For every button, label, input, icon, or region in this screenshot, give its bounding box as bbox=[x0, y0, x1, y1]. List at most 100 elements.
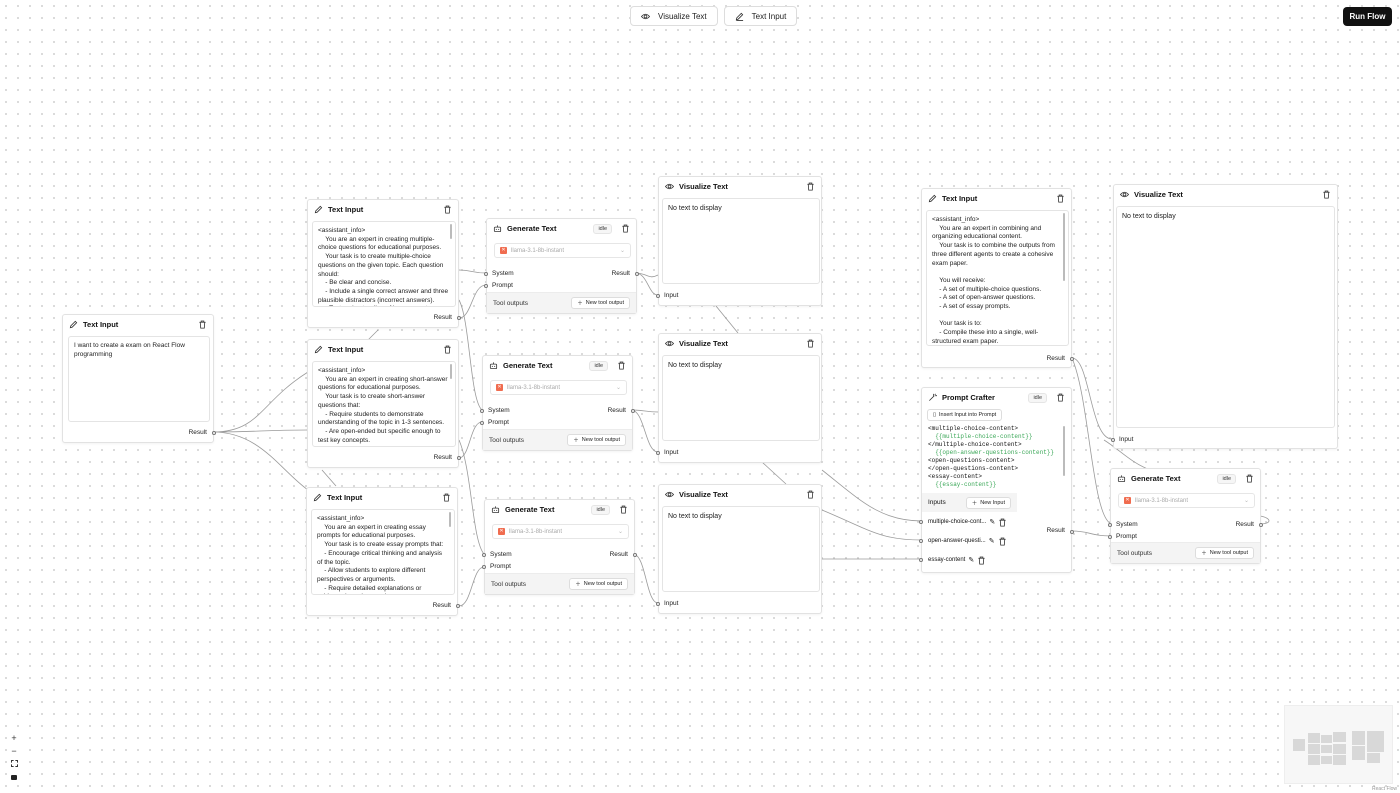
text-input-textarea[interactable]: <assistant_info> You are an expert in cr… bbox=[311, 509, 455, 595]
trash-icon[interactable] bbox=[621, 224, 630, 233]
visualize-text-node-3[interactable]: Visualize Text No text to display Input bbox=[656, 484, 822, 614]
minimap-node bbox=[1352, 731, 1365, 745]
trash-icon[interactable] bbox=[198, 320, 207, 329]
generate-text-node-3[interactable]: Generate Text idle ✕ llama-3.1-8b-instan… bbox=[482, 499, 637, 595]
model-select[interactable]: ✕ llama-3.1-8b-instant ⌄ bbox=[490, 380, 627, 395]
result-handle[interactable] bbox=[635, 272, 639, 276]
text-input-textarea[interactable]: <assistant_info> You are an expert in cr… bbox=[312, 361, 456, 447]
text-input-node-topic[interactable]: Text Input I want to create a exam on Re… bbox=[62, 314, 216, 443]
input-handle[interactable] bbox=[919, 520, 923, 524]
edit-icon[interactable]: ✎ bbox=[988, 538, 995, 545]
visualize-text-node-2[interactable]: Visualize Text No text to display Input bbox=[656, 333, 822, 463]
tool-outputs-row: Tool outputs ＋New tool output bbox=[487, 292, 636, 313]
prompt-handle[interactable] bbox=[480, 421, 484, 425]
scrollbar[interactable] bbox=[450, 224, 452, 239]
trash-icon[interactable] bbox=[1056, 194, 1065, 203]
trash-icon[interactable] bbox=[806, 339, 815, 348]
result-handle[interactable] bbox=[1259, 523, 1263, 527]
lock-button[interactable] bbox=[8, 770, 20, 783]
prompt-handle[interactable] bbox=[482, 565, 486, 569]
prompt-handle[interactable] bbox=[484, 284, 488, 288]
result-handle[interactable] bbox=[456, 604, 460, 608]
zoom-out-button[interactable]: − bbox=[8, 744, 20, 757]
trash-icon[interactable] bbox=[977, 556, 986, 565]
result-handle[interactable] bbox=[457, 456, 461, 460]
prompt-handle[interactable] bbox=[1108, 535, 1112, 539]
model-select[interactable]: ✕ llama-3.1-8b-instant ⌄ bbox=[1118, 493, 1255, 508]
result-handle[interactable] bbox=[212, 431, 216, 435]
text-input-node-combine[interactable]: Text Input <assistant_info> You are an e… bbox=[921, 188, 1074, 368]
prompt-crafter-node[interactable]: Prompt Crafter idle ▯ Insert Input into … bbox=[919, 387, 1074, 573]
new-input-button[interactable]: ＋New Input bbox=[965, 496, 1011, 509]
trash-icon[interactable] bbox=[443, 345, 452, 354]
visualize-text-node-1[interactable]: Visualize Text No text to display Input bbox=[656, 176, 822, 306]
text-input-node-short-answer[interactable]: Text Input <assistant_info> You are an e… bbox=[307, 339, 461, 468]
node-header: Text Input bbox=[307, 488, 457, 507]
text-input-textarea[interactable]: <assistant_info> You are an expert in co… bbox=[926, 210, 1069, 346]
visualize-text-node-final[interactable]: Visualize Text No text to display Input bbox=[1111, 184, 1338, 449]
text-input-textarea[interactable]: <assistant_info> You are an expert in cr… bbox=[312, 221, 456, 307]
generate-text-node-final[interactable]: Generate Text idle ✕ llama-3.1-8b-instan… bbox=[1108, 468, 1263, 564]
system-handle[interactable] bbox=[1108, 523, 1112, 527]
trash-icon[interactable] bbox=[442, 493, 451, 502]
trash-icon[interactable] bbox=[806, 182, 815, 191]
result-label: Result bbox=[188, 429, 207, 436]
result-handle[interactable] bbox=[631, 409, 635, 413]
model-select[interactable]: ✕ llama-3.1-8b-instant ⌄ bbox=[492, 524, 629, 539]
add-visualize-text-button[interactable]: Visualize Text bbox=[630, 6, 718, 26]
model-select[interactable]: ✕ llama-3.1-8b-instant ⌄ bbox=[494, 243, 631, 258]
run-flow-button[interactable]: Run Flow bbox=[1343, 7, 1392, 26]
book-open-icon: ▯ bbox=[933, 412, 937, 418]
react-flow-attribution[interactable]: React Flow bbox=[1372, 786, 1398, 792]
result-handle[interactable] bbox=[633, 553, 637, 557]
edit-icon[interactable]: ✎ bbox=[989, 519, 996, 526]
add-text-input-button[interactable]: Text Input bbox=[723, 6, 798, 26]
input-handle[interactable] bbox=[656, 294, 660, 298]
prompt-label: Prompt bbox=[492, 282, 513, 289]
system-handle[interactable] bbox=[480, 409, 484, 413]
insert-input-button[interactable]: ▯ Insert Input into Prompt bbox=[927, 409, 1003, 421]
new-tool-output-button[interactable]: ＋New tool output bbox=[567, 434, 626, 446]
trash-icon[interactable] bbox=[619, 505, 628, 514]
edge bbox=[632, 553, 659, 604]
trash-icon[interactable] bbox=[443, 205, 452, 214]
scrollbar[interactable] bbox=[1063, 426, 1065, 476]
input-handle[interactable] bbox=[1111, 438, 1115, 442]
generate-text-node-2[interactable]: Generate Text idle ✕ llama-3.1-8b-instan… bbox=[480, 355, 635, 451]
new-tool-output-button[interactable]: ＋New tool output bbox=[1195, 547, 1254, 559]
new-tool-output-button[interactable]: ＋New tool output bbox=[569, 578, 628, 590]
pencil-icon bbox=[313, 493, 322, 502]
prompt-editor[interactable]: <multiple-choice-content> {{multiple-cho… bbox=[928, 425, 1066, 489]
trash-icon[interactable] bbox=[1322, 190, 1331, 199]
trash-icon[interactable] bbox=[617, 361, 626, 370]
input-handle[interactable] bbox=[919, 558, 923, 562]
trash-icon[interactable] bbox=[1245, 474, 1254, 483]
trash-icon[interactable] bbox=[1056, 393, 1065, 402]
trash-icon[interactable] bbox=[998, 537, 1007, 546]
input-handle[interactable] bbox=[656, 602, 660, 606]
fit-view-button[interactable] bbox=[8, 757, 20, 770]
edge bbox=[1071, 357, 1113, 440]
result-handle[interactable] bbox=[1070, 530, 1074, 534]
input-handle[interactable] bbox=[656, 451, 660, 455]
zoom-in-button[interactable]: + bbox=[8, 731, 20, 744]
generate-text-node-1[interactable]: Generate Text idle ✕ llama-3.1-8b-instan… bbox=[484, 218, 639, 314]
prompt-line: <open-questions-content> bbox=[928, 457, 1015, 464]
scrollbar[interactable] bbox=[1063, 213, 1065, 281]
result-handle[interactable] bbox=[457, 316, 461, 320]
edit-icon[interactable]: ✎ bbox=[968, 557, 975, 564]
system-handle[interactable] bbox=[482, 553, 486, 557]
scrollbar[interactable] bbox=[449, 512, 451, 527]
scrollbar[interactable] bbox=[450, 364, 452, 379]
trash-icon[interactable] bbox=[806, 490, 815, 499]
system-handle[interactable] bbox=[484, 272, 488, 276]
new-tool-output-button[interactable]: ＋New tool output bbox=[571, 297, 630, 309]
input-handle[interactable] bbox=[919, 539, 923, 543]
text-input-node-multiple-choice[interactable]: Text Input <assistant_info> You are an e… bbox=[307, 199, 461, 328]
text-input-node-essay[interactable]: Text Input <assistant_info> You are an e… bbox=[306, 487, 460, 616]
minimap[interactable] bbox=[1284, 705, 1393, 784]
result-handle[interactable] bbox=[1070, 357, 1074, 361]
trash-icon[interactable] bbox=[998, 518, 1007, 527]
text-input-textarea[interactable]: I want to create a exam on React Flow pr… bbox=[68, 336, 210, 422]
result-label: Result bbox=[1046, 527, 1065, 534]
